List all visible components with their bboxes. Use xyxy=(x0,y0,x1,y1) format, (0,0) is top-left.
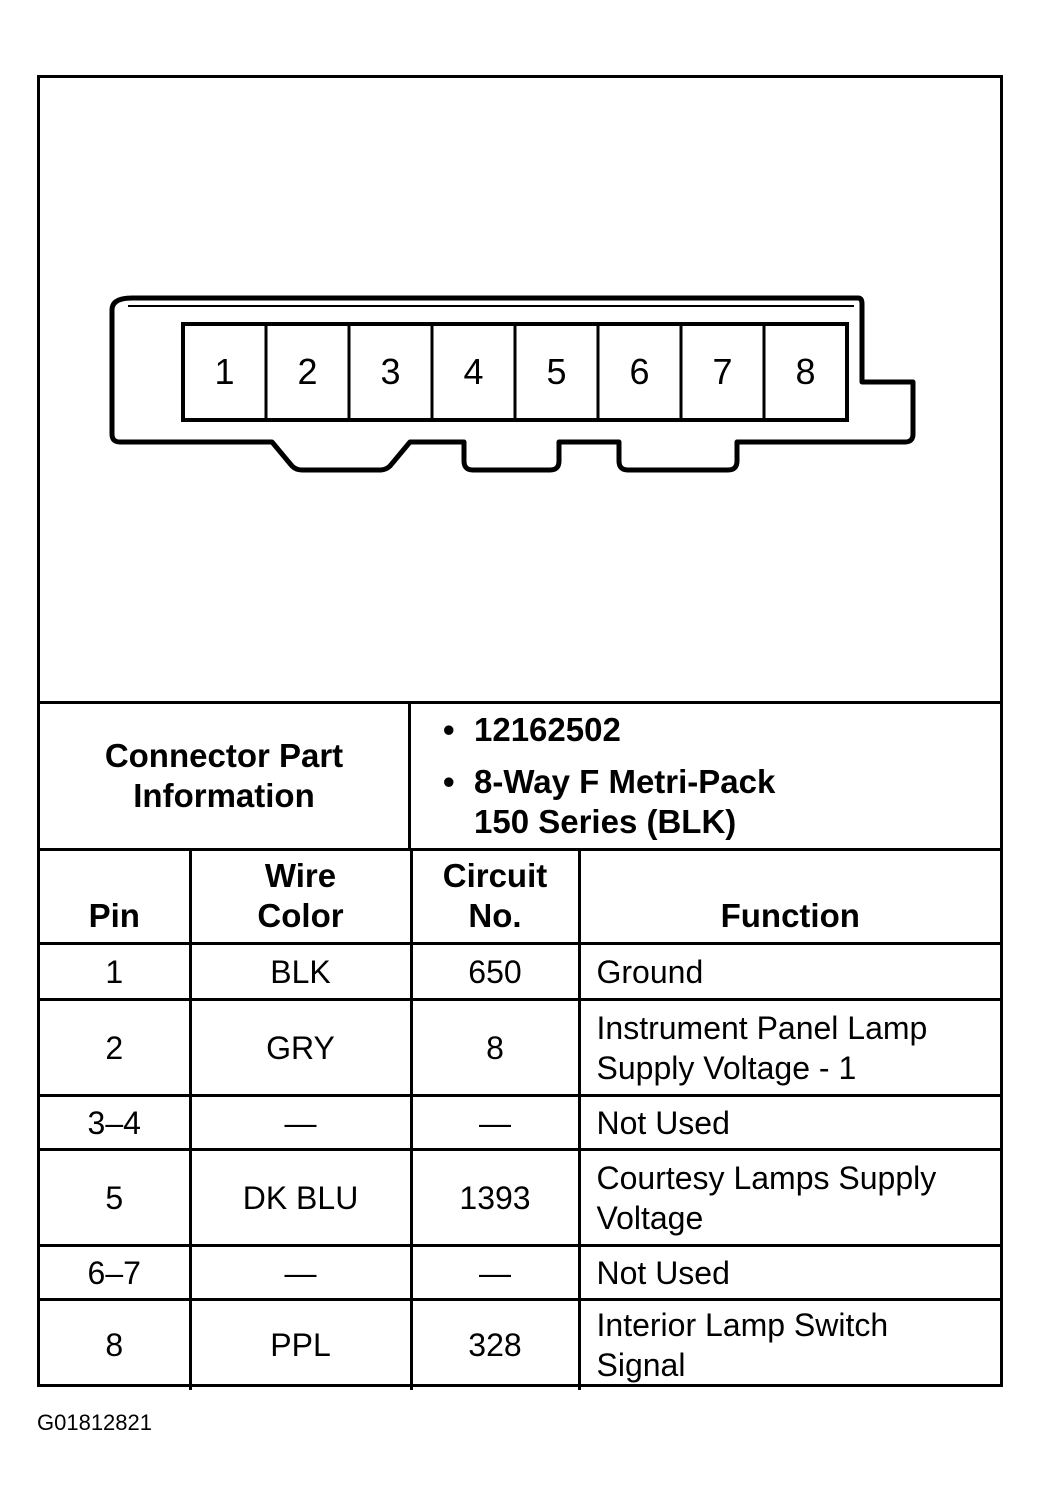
part-number: 12162502 xyxy=(474,711,621,748)
cavity-number-8: 8 xyxy=(795,351,815,392)
circuit-cell: — xyxy=(409,1094,581,1151)
table-row: 6–7 — — Not Used xyxy=(40,1244,1000,1301)
pin-cell: 5 xyxy=(40,1148,192,1247)
table-header-row: Pin Wire Color Circuit No. Function xyxy=(40,848,1000,945)
connector-part-info-row: Connector Part Information • 12162502 • … xyxy=(40,701,1000,848)
connector-info-label-line1: Connector Part xyxy=(104,737,344,774)
bullet-icon: • xyxy=(443,763,455,800)
wire-color-cell: BLK xyxy=(188,942,413,1001)
table-row: 1 BLK 650 Ground xyxy=(40,942,1000,1001)
function-cell: Interior Lamp Switch Signal xyxy=(577,1298,1000,1390)
connector-face-drawing: 1 2 3 4 5 6 7 8 xyxy=(109,295,916,473)
function-cell: Not Used xyxy=(577,1094,1000,1151)
bullet-icon: • xyxy=(443,711,455,748)
pin-cell: 6–7 xyxy=(40,1244,192,1301)
function-cell: Ground xyxy=(577,942,1000,1001)
wire-color-cell: GRY xyxy=(188,998,413,1097)
connector-description-item: • 8-Way F Metri-Pack 150 Series (BLK) xyxy=(443,762,776,842)
connector-info-label-line2: Information xyxy=(133,777,315,814)
pin-assignment-table: Pin Wire Color Circuit No. Function 1 BL… xyxy=(40,848,1000,1390)
figure-code: G01812821 xyxy=(37,1410,152,1435)
pin-cell: 8 xyxy=(40,1298,192,1390)
wire-color-cell: — xyxy=(188,1094,413,1151)
cavity-number-3: 3 xyxy=(380,351,400,392)
wire-color-cell: DK BLU xyxy=(188,1148,413,1247)
header-pin: Pin xyxy=(40,848,192,945)
cavity-number-6: 6 xyxy=(629,351,649,392)
connector-description-line2: 150 Series (BLK) xyxy=(474,803,737,840)
cavity-number-5: 5 xyxy=(546,351,566,392)
connector-description-line1: 8-Way F Metri-Pack xyxy=(474,763,776,800)
table-row: 5 DK BLU 1393 Courtesy Lamps Supply Volt… xyxy=(40,1148,1000,1247)
pin-cell: 2 xyxy=(40,998,192,1097)
header-wire-color: Wire Color xyxy=(188,848,413,945)
table-row: 2 GRY 8 Instrument Panel Lamp Supply Vol… xyxy=(40,998,1000,1097)
function-cell: Instrument Panel Lamp Supply Voltage - 1 xyxy=(577,998,1000,1097)
cavity-number-1: 1 xyxy=(214,351,234,392)
connector-body-outline xyxy=(109,295,916,473)
cavity-number-7: 7 xyxy=(712,351,732,392)
header-circuit-no: Circuit No. xyxy=(409,848,581,945)
circuit-cell: 650 xyxy=(409,942,581,1001)
circuit-cell: — xyxy=(409,1244,581,1301)
function-cell: Courtesy Lamps Supply Voltage xyxy=(577,1148,1000,1247)
part-number-item: • 12162502 xyxy=(443,710,621,750)
wire-color-cell: — xyxy=(188,1244,413,1301)
wire-color-cell: PPL xyxy=(188,1298,413,1390)
pin-cell: 1 xyxy=(40,942,192,1001)
connector-diagram: 1 2 3 4 5 6 7 8 xyxy=(40,78,1000,701)
table-row: 3–4 — — Not Used xyxy=(40,1094,1000,1151)
circuit-cell: 328 xyxy=(409,1298,581,1390)
connector-part-info-label: Connector Part Information xyxy=(40,704,411,848)
cavity-number-2: 2 xyxy=(297,351,317,392)
cavity-number-4: 4 xyxy=(463,351,483,392)
circuit-cell: 8 xyxy=(409,998,581,1097)
function-cell: Not Used xyxy=(577,1244,1000,1301)
header-function: Function xyxy=(577,848,1000,945)
pin-cell: 3–4 xyxy=(40,1094,192,1151)
connector-part-info-values: • 12162502 • 8-Way F Metri-Pack 150 Seri… xyxy=(411,704,1000,848)
circuit-cell: 1393 xyxy=(409,1148,581,1247)
table-row: 8 PPL 328 Interior Lamp Switch Signal xyxy=(40,1298,1000,1390)
